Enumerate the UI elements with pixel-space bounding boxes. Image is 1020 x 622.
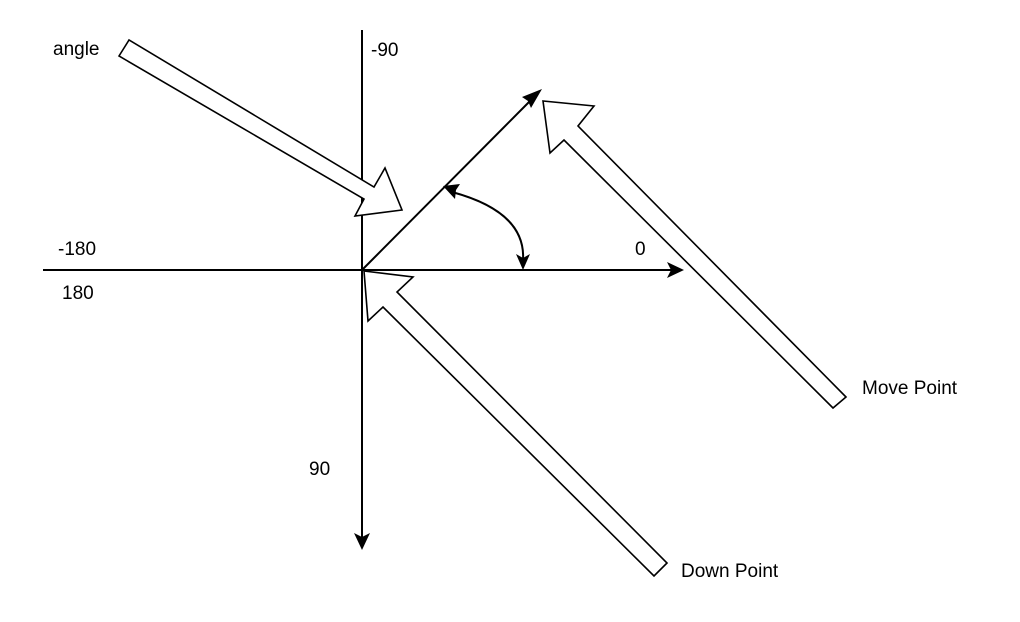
axis-arrowhead-right (667, 262, 684, 278)
axis-arrowhead-down (354, 533, 370, 550)
label-positive-180: 180 (62, 283, 94, 304)
move-point-label: Move Point (862, 378, 958, 399)
label-zero: 0 (635, 239, 646, 260)
angle-label: angle (53, 39, 100, 60)
angle-arc (443, 184, 530, 270)
horizontal-axis (43, 262, 684, 278)
move-point-callout-arrow (542, 100, 848, 410)
down-point-label: Down Point (681, 561, 779, 582)
label-negative-90: -90 (371, 40, 399, 61)
angle-callout-arrow (117, 38, 404, 217)
vertical-axis (354, 30, 370, 550)
down-point-callout-arrow (363, 270, 669, 578)
direction-vector (361, 89, 542, 271)
arc-arrowhead-start (443, 184, 460, 199)
label-positive-90: 90 (309, 459, 331, 480)
vector-arrowhead (522, 89, 542, 108)
label-negative-180: -180 (58, 239, 97, 260)
arc-arrowhead-end (516, 254, 530, 270)
